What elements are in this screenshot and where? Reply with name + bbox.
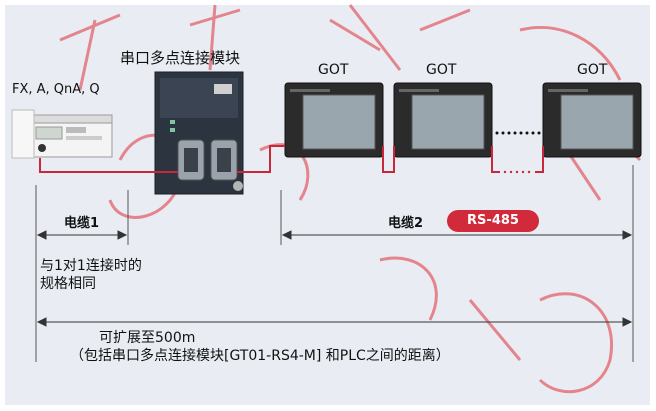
serial-module: [154, 71, 244, 195]
cable1-note-line1: 与1对1连接时的: [40, 258, 142, 274]
dimension-arrows: [36, 230, 633, 327]
cable-dash: [503, 170, 531, 174]
extend-line1: 可扩展至500m: [99, 330, 196, 346]
cable2-label: 电缆2: [388, 216, 424, 231]
plc-label: FX, A, QnA, Q: [12, 82, 100, 97]
got-label-1: GOT: [318, 62, 349, 78]
module-label: 串口多点连接模块: [120, 49, 241, 67]
plc-unit: [11, 109, 113, 159]
rs485-badge: RS-485: [447, 210, 539, 232]
got-label-2: GOT: [426, 62, 457, 78]
guide-lines: [35, 165, 634, 362]
cable-lines: [39, 145, 544, 173]
extend-line2: （包括串口多点连接模块[GT01-RS4-M] 和PLC之间的距离）: [70, 348, 450, 364]
got-display-2: [393, 82, 493, 158]
cable1-note-line2: 规格相同: [40, 276, 96, 292]
cable-dots: [495, 131, 541, 135]
cable1-label: 电缆1: [64, 216, 100, 231]
got-display-1: [284, 82, 384, 158]
got-display-3: [542, 82, 642, 158]
got-label-3: GOT: [577, 62, 608, 78]
